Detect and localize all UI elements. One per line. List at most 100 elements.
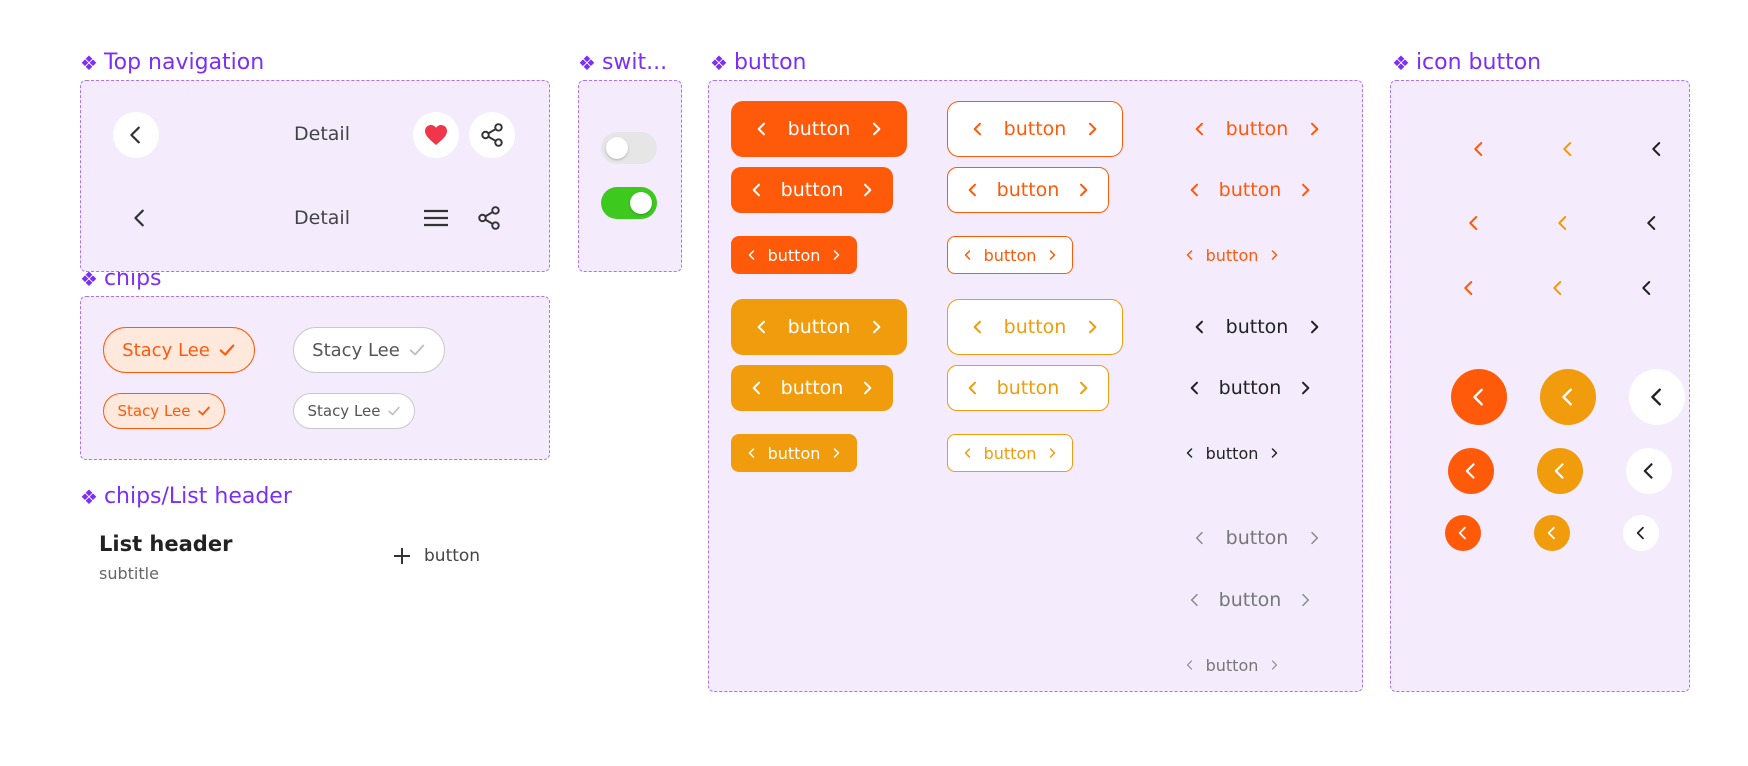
icon-button-circle[interactable] — [1623, 515, 1659, 551]
chevron-right-icon — [864, 381, 872, 395]
share-button[interactable] — [469, 112, 515, 158]
chips-frame: Stacy Lee Stacy Lee Stacy Lee Stacy Lee — [80, 296, 550, 460]
chevron-right-icon — [1302, 593, 1310, 607]
button-label: button — [1205, 655, 1259, 675]
button-text-primary[interactable]: button — [1169, 236, 1295, 274]
plus-icon — [394, 548, 410, 564]
button-outline-secondary[interactable]: button — [947, 299, 1123, 355]
button-outline-primary[interactable]: button — [947, 101, 1123, 157]
button-filled-primary[interactable]: button — [731, 101, 907, 157]
chevron-right-icon — [1272, 660, 1278, 670]
chevron-left-icon — [1547, 526, 1555, 540]
chevron-left-icon — [757, 122, 765, 136]
chevron-left-icon — [1465, 463, 1475, 479]
chip-label: Stacy Lee — [307, 402, 381, 420]
button-filled-primary[interactable]: button — [731, 236, 857, 274]
list-header-action-label: button — [424, 546, 481, 566]
icon-button-plain[interactable] — [1632, 273, 1662, 303]
icon-button-plain[interactable] — [1640, 132, 1674, 166]
button-text-disabled[interactable]: button — [1169, 577, 1331, 623]
component-icon: ❖ — [578, 50, 596, 75]
icon-button-plain[interactable] — [1543, 273, 1573, 303]
toggle-switch-off[interactable] — [601, 132, 657, 164]
chevron-left-icon — [752, 381, 760, 395]
icon-button-plain[interactable] — [1454, 273, 1484, 303]
component-icon: ❖ — [80, 484, 98, 509]
button-label: button — [787, 316, 851, 338]
button-text-disabled[interactable]: button — [1169, 646, 1295, 684]
chevron-left-icon — [1186, 448, 1192, 458]
icon-button-plain[interactable] — [1458, 207, 1490, 239]
icon-button-circle[interactable] — [1451, 369, 1507, 425]
icon-button-plain[interactable] — [1636, 207, 1668, 239]
favorite-button[interactable] — [413, 112, 459, 158]
button-outline-secondary[interactable]: button — [947, 365, 1109, 411]
chevron-left-icon — [1195, 122, 1203, 136]
button-label: button — [1218, 377, 1282, 399]
icon-button-plain[interactable] — [1547, 207, 1579, 239]
icon-button-frame — [1390, 80, 1690, 692]
button-filled-secondary[interactable]: button — [731, 365, 893, 411]
chip-label: Stacy Lee — [312, 339, 400, 361]
list-header-action-button[interactable]: button — [392, 546, 480, 566]
button-filled-secondary[interactable]: button — [731, 434, 857, 472]
section-title-top-navigation: ❖ Top navigation — [80, 50, 265, 75]
icon-button-circle[interactable] — [1537, 448, 1583, 494]
component-icon: ❖ — [710, 50, 728, 75]
chevron-right-icon — [864, 183, 872, 197]
chip-unselected-small[interactable]: Stacy Lee — [293, 393, 415, 429]
chevron-left-icon — [1464, 281, 1473, 295]
chevron-left-icon — [752, 183, 760, 197]
chevron-right-icon — [1089, 320, 1097, 334]
chip-label: Stacy Lee — [122, 339, 210, 361]
toggle-switch-on[interactable] — [601, 187, 657, 219]
chevron-left-icon — [1458, 526, 1466, 540]
chip-label: Stacy Lee — [117, 402, 191, 420]
button-label: button — [1225, 118, 1289, 140]
chevron-left-icon — [1651, 388, 1661, 406]
chevron-left-icon — [1195, 531, 1203, 545]
chevron-right-icon — [1050, 250, 1056, 260]
nav-title: Detail — [294, 207, 350, 229]
icon-button-circle[interactable] — [1445, 515, 1481, 551]
button-label: button — [780, 377, 844, 399]
button-filled-primary[interactable]: button — [731, 167, 893, 213]
button-outline-secondary[interactable]: button — [947, 434, 1073, 472]
menu-button[interactable] — [419, 203, 453, 233]
icon-button-circle[interactable] — [1629, 369, 1685, 425]
button-text-dark[interactable]: button — [1169, 434, 1295, 472]
component-icon: ❖ — [1392, 50, 1410, 75]
button-text-disabled[interactable]: button — [1169, 510, 1345, 566]
button-label: button — [1218, 179, 1282, 201]
button-outline-primary[interactable]: button — [947, 236, 1073, 274]
chip-unselected-large[interactable]: Stacy Lee — [293, 327, 445, 373]
button-filled-secondary[interactable]: button — [731, 299, 907, 355]
button-text-primary[interactable]: button — [1169, 167, 1331, 213]
chip-selected-small[interactable]: Stacy Lee — [103, 393, 225, 429]
button-label: button — [1003, 118, 1067, 140]
icon-button-circle[interactable] — [1534, 515, 1570, 551]
chevron-left-icon — [1554, 463, 1564, 479]
share-button[interactable] — [473, 203, 505, 233]
button-text-dark[interactable]: button — [1169, 299, 1345, 355]
button-label: button — [983, 245, 1037, 265]
button-label: button — [787, 118, 851, 140]
button-text-primary[interactable]: button — [1169, 101, 1345, 157]
icon-button-circle[interactable] — [1540, 369, 1596, 425]
icon-button-circle[interactable] — [1626, 448, 1672, 494]
icon-button-plain[interactable] — [1462, 132, 1496, 166]
back-button[interactable] — [125, 203, 155, 233]
chip-selected-large[interactable]: Stacy Lee — [103, 327, 255, 373]
chevron-left-icon — [1553, 281, 1562, 295]
chevron-right-icon — [1089, 122, 1097, 136]
chevron-left-icon — [1643, 463, 1653, 479]
back-button[interactable] — [113, 112, 159, 158]
chevron-left-icon — [968, 381, 976, 395]
button-outline-primary[interactable]: button — [947, 167, 1109, 213]
chevron-left-icon — [1186, 250, 1192, 260]
button-text-dark[interactable]: button — [1169, 365, 1331, 411]
icon-button-circle[interactable] — [1448, 448, 1494, 494]
component-icon: ❖ — [80, 266, 98, 291]
icon-button-plain[interactable] — [1551, 132, 1585, 166]
switch-knob — [630, 192, 652, 214]
